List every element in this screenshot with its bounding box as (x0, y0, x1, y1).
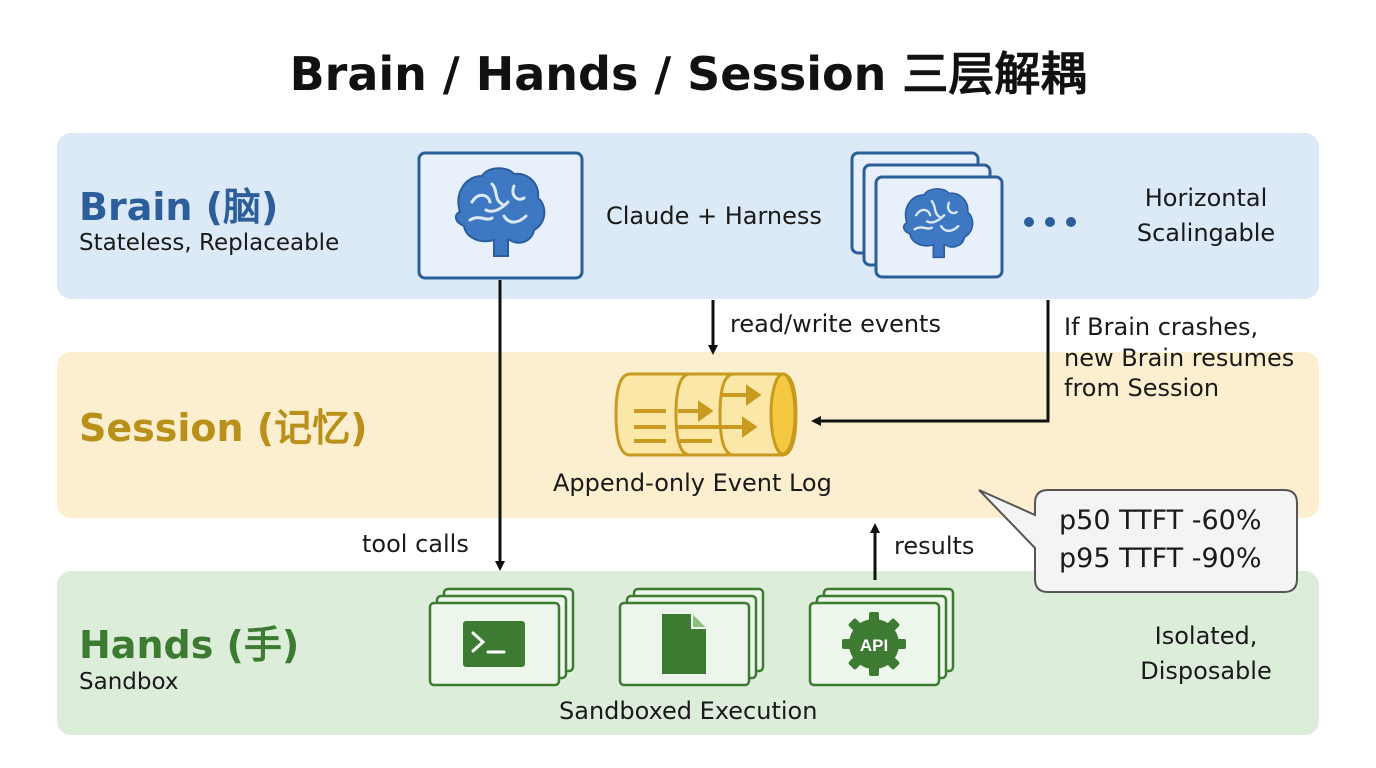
brain-replicas-icon (850, 151, 1004, 279)
file-icon (618, 587, 765, 687)
recovery-note-line3: from Session (1064, 374, 1220, 402)
brain-engine-label: Claude + Harness (606, 202, 822, 230)
hands-property-line1: Isolated, (1154, 622, 1258, 650)
api-gear-icon: API (808, 587, 955, 687)
results-label: results (894, 532, 975, 560)
hands-property-line2: Disposable (1140, 657, 1272, 685)
scaling-label-line2: Scalingable (1136, 219, 1276, 247)
callout-p50-line: p50 TTFT -60% (1059, 505, 1262, 536)
brain-icon (417, 151, 584, 280)
read-write-events-label: read/write events (730, 310, 941, 338)
brain-layer-title: Brain (脑) (79, 185, 279, 229)
event-log-icon (614, 372, 798, 457)
terminal-icon (428, 587, 575, 687)
recovery-arrow (811, 300, 1050, 426)
hands-layer-subtitle: Sandbox (79, 669, 179, 695)
page-title: Brain / Hands / Session 三层解耦 (289, 47, 1087, 101)
brain-layer-subtitle: Stateless, Replaceable (79, 230, 340, 256)
session-layer-title: Session (记忆) (79, 406, 368, 450)
ttft-callout-bubble (978, 489, 1298, 593)
api-icon-text: API (860, 636, 888, 655)
brain-layer-band (57, 133, 1319, 299)
recovery-note-line2: new Brain resumes (1064, 344, 1295, 372)
sandboxed-execution-label: Sandboxed Execution (559, 697, 818, 725)
callout-p95-line: p95 TTFT -90% (1059, 543, 1262, 574)
hands-layer-title: Hands (手) (79, 623, 300, 667)
scaling-label-line1: Horizontal (1144, 184, 1268, 212)
tool-calls-label: tool calls (362, 530, 469, 558)
recovery-note-line1: If Brain crashes, (1064, 313, 1259, 341)
ellipsis-icon (1024, 217, 1076, 227)
event-log-label: Append-only Event Log (553, 469, 832, 497)
